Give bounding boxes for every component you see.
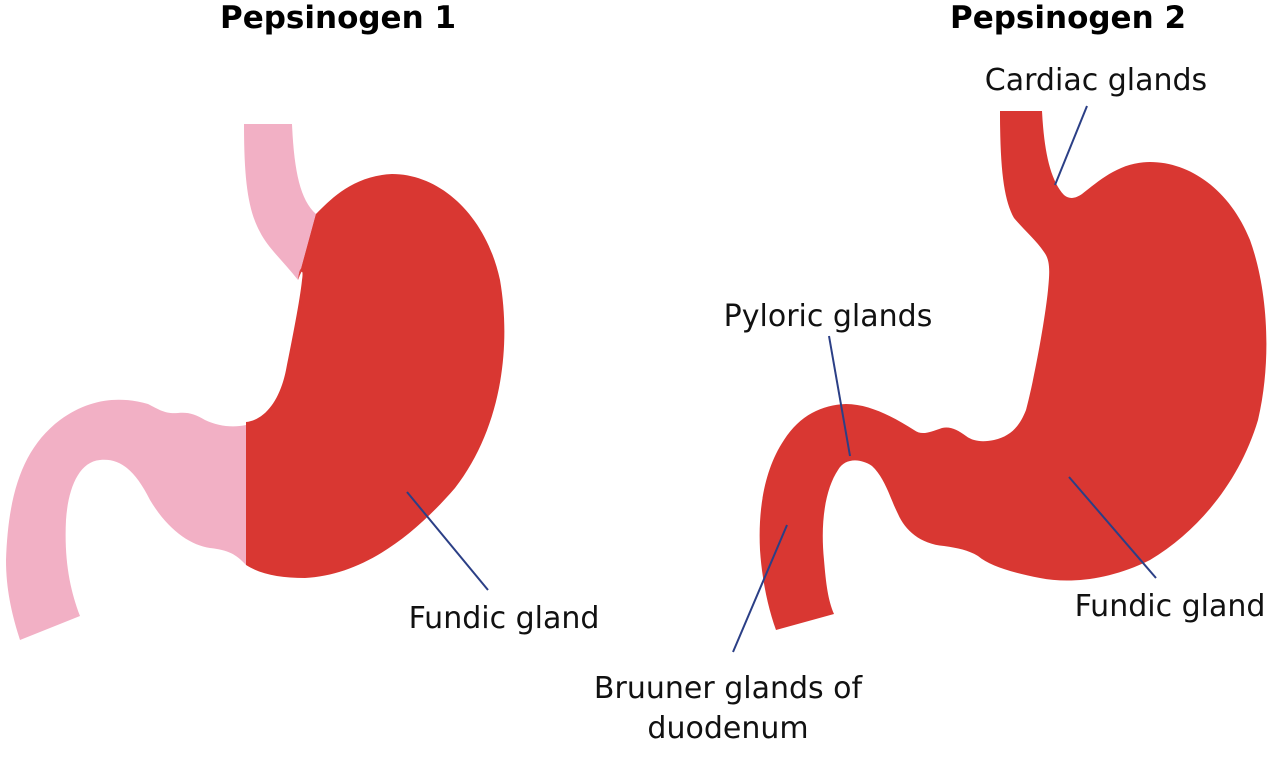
panel-2-title: Pepsinogen 2 — [950, 0, 1186, 36]
fundic-gland-leader-2 — [1068, 476, 1157, 579]
stomach-whole-region — [759, 111, 1267, 630]
label-fundic-gland-1: Fundic gland — [409, 601, 600, 636]
pyloric-glands-leader — [828, 335, 851, 457]
panel-pepsinogen-2: Pepsinogen 2 Cardiac glands Pyloric glan… — [594, 0, 1267, 746]
panel-1-title: Pepsinogen 1 — [220, 0, 456, 36]
fundic-gland-leader-1 — [406, 491, 489, 591]
label-cardiac-glands: Cardiac glands — [985, 63, 1207, 98]
label-pyloric-glands: Pyloric glands — [724, 299, 933, 334]
duodenum-region — [6, 399, 246, 640]
cardiac-glands-leader — [1054, 105, 1088, 186]
bruuner-glands-leader — [732, 524, 788, 653]
label-fundic-gland-2: Fundic gland — [1075, 589, 1266, 624]
panel-pepsinogen-1: Pepsinogen 1 Fundic gland — [6, 0, 599, 640]
label-bruuner-glands-line2: duodenum — [647, 711, 808, 746]
label-bruuner-glands-line1: Bruuner glands of — [594, 671, 864, 706]
stomach-body-fill — [246, 174, 505, 578]
esophagus-region — [244, 124, 316, 280]
